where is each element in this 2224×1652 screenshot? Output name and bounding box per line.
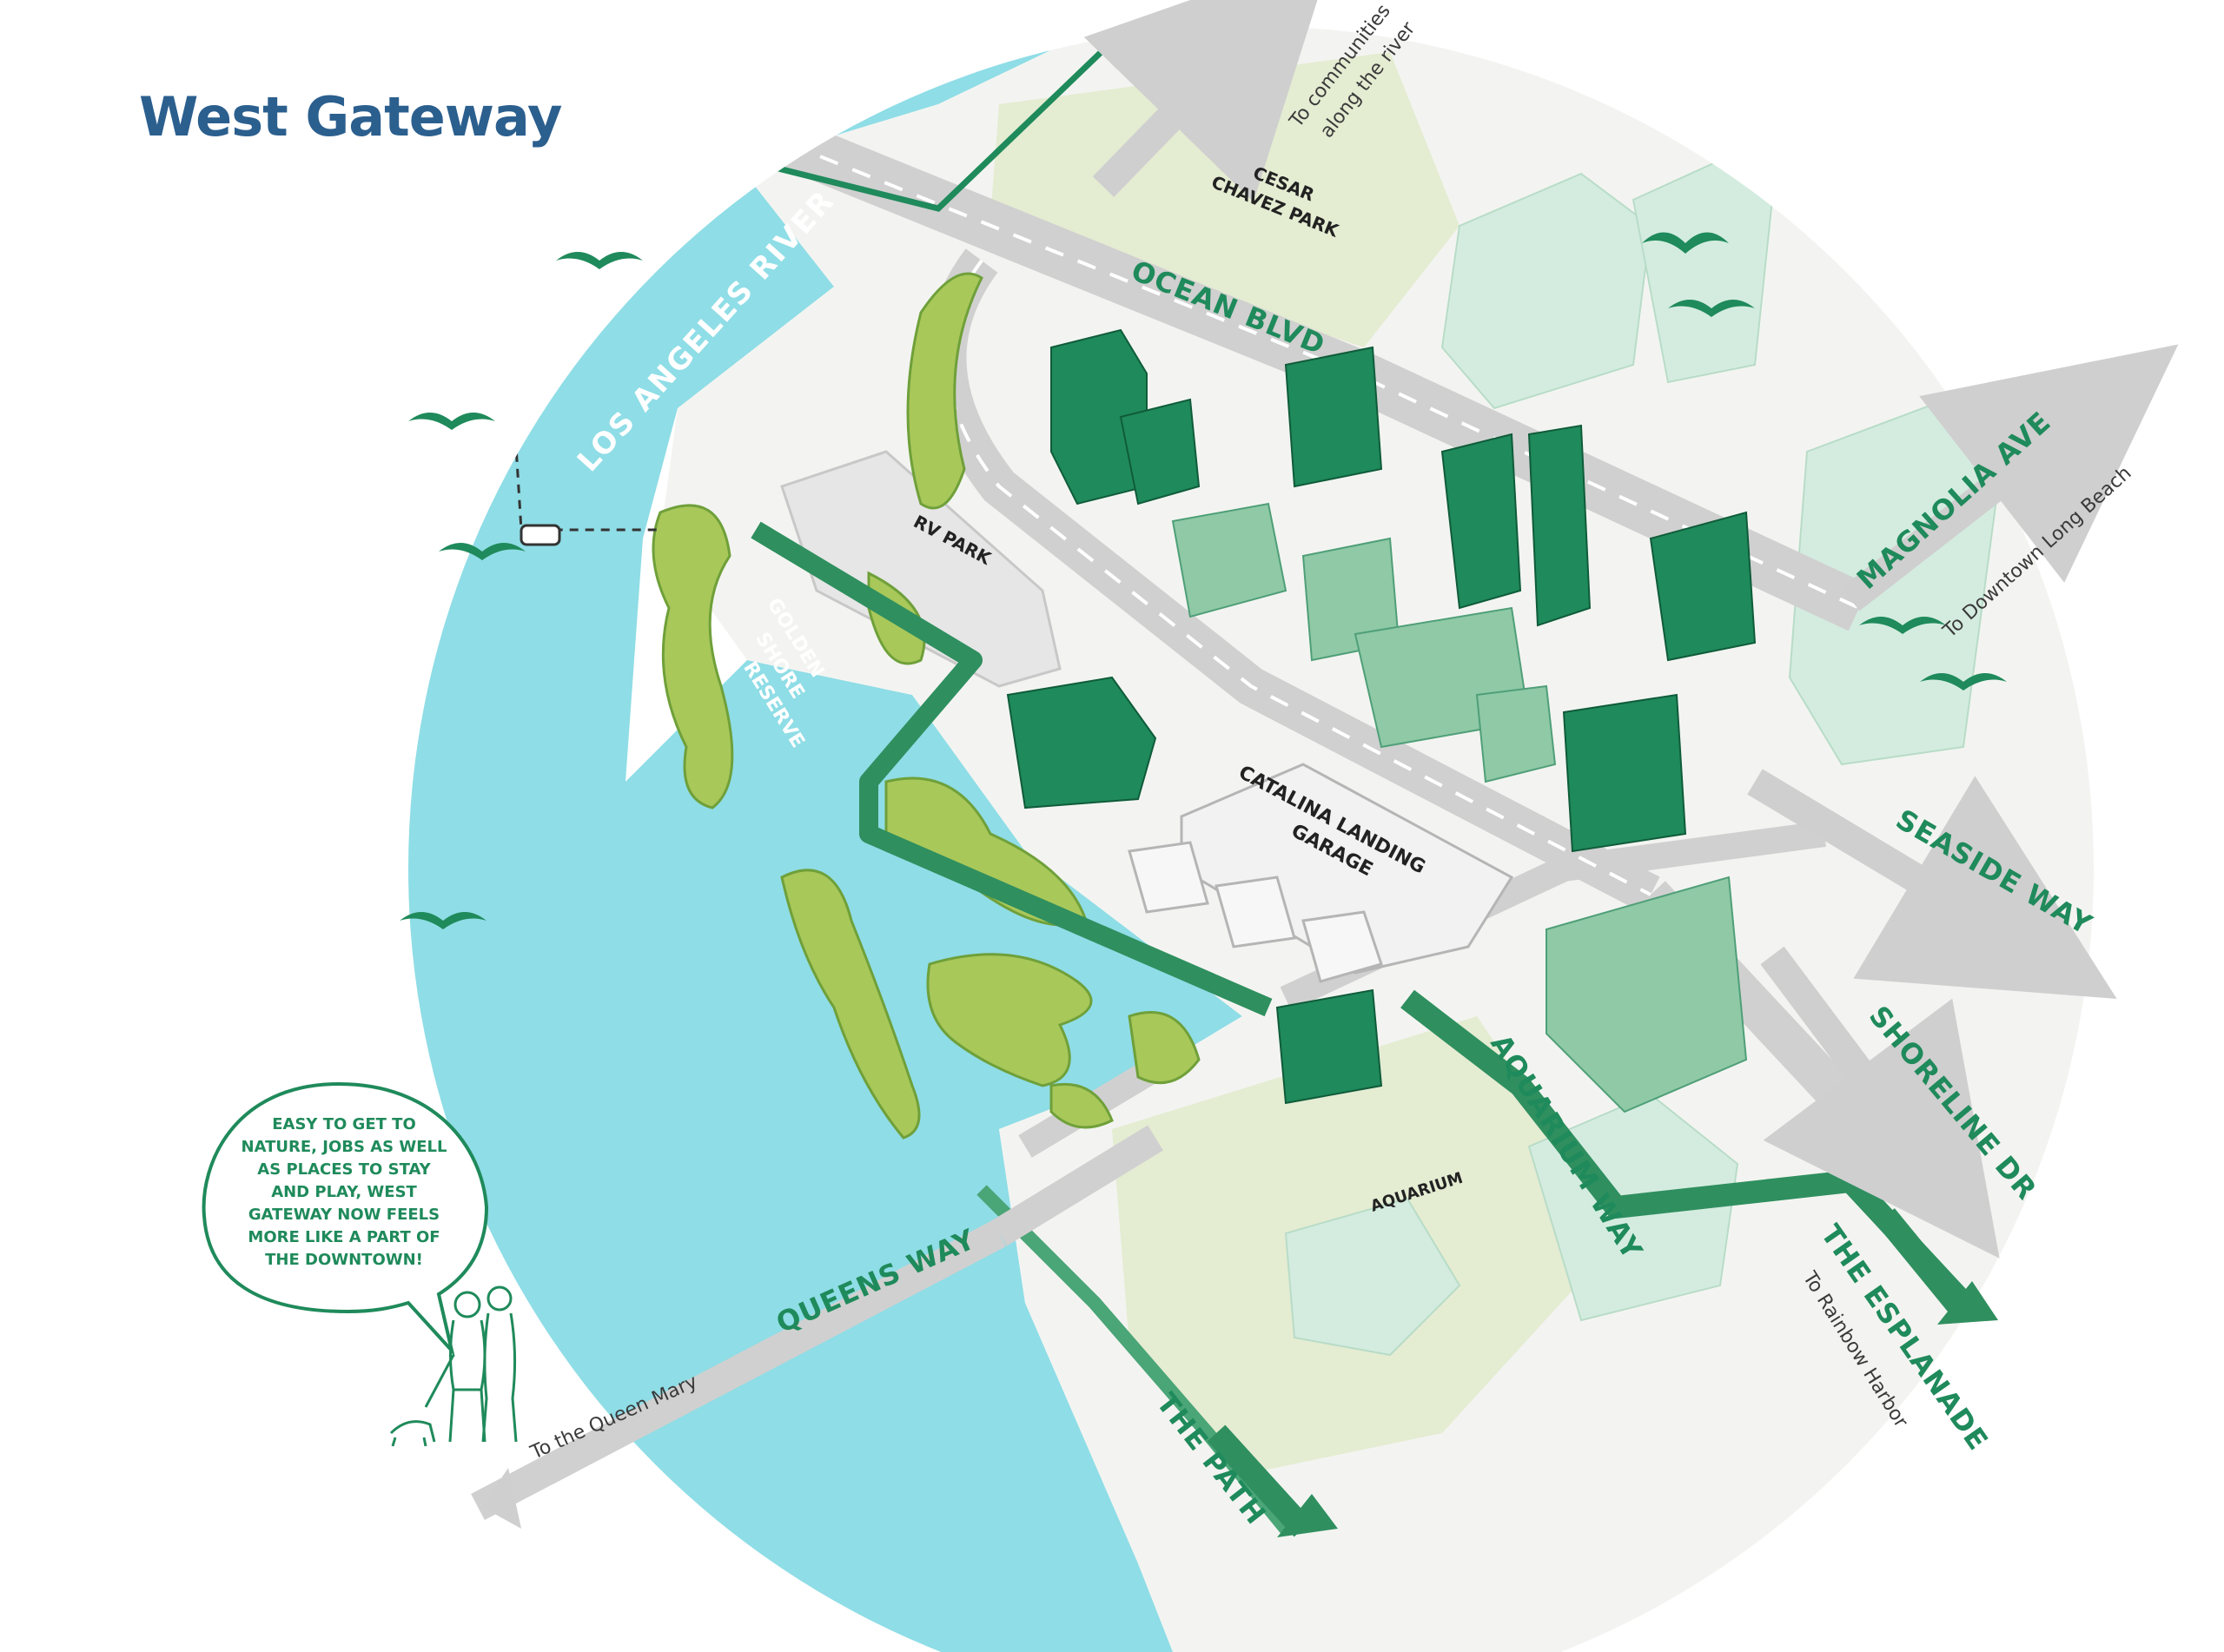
speech-line-2: NATURE, JOBS AS WELL: [242, 1138, 447, 1156]
park-embankment: [906, 272, 983, 510]
green-arrows: [1207, 1208, 1973, 1537]
speech-line-7: THE DOWNTOWN!: [265, 1251, 423, 1269]
seagull-icons: [400, 232, 2007, 929]
the-path-arrowhead: [1277, 1494, 1338, 1537]
rv-parking-lot: [780, 450, 1062, 688]
mid-buildings: [1171, 502, 1748, 1113]
page-title: West Gateway: [139, 85, 562, 149]
speech-line-4: AND PLAY, WEST: [271, 1183, 417, 1201]
esplanade-arrowhead: [1937, 1281, 1998, 1325]
people-with-dog-illustration: [389, 1285, 518, 1447]
golden-shore-reserve: [652, 504, 1201, 1140]
speech-line-6: MORE LIKE A PART OF: [248, 1228, 440, 1246]
speech-line-5: GATEWAY NOW FEELS: [248, 1206, 440, 1224]
speech-bubble: [202, 1081, 489, 1358]
destination-arrows: [1083, 0, 2179, 1259]
ferry-boat: [520, 524, 561, 546]
hotel-blocks: [1128, 841, 1383, 983]
speech-line-1: EASY TO GET TO: [272, 1115, 416, 1133]
river-water: [408, 26, 1242, 1652]
queens-way-bridge: [471, 1125, 1163, 1529]
the-path-route: [751, 521, 1273, 1017]
new-buildings: [1006, 328, 1757, 1105]
speech-line-3: AS PLACES TO STAY: [257, 1160, 431, 1179]
